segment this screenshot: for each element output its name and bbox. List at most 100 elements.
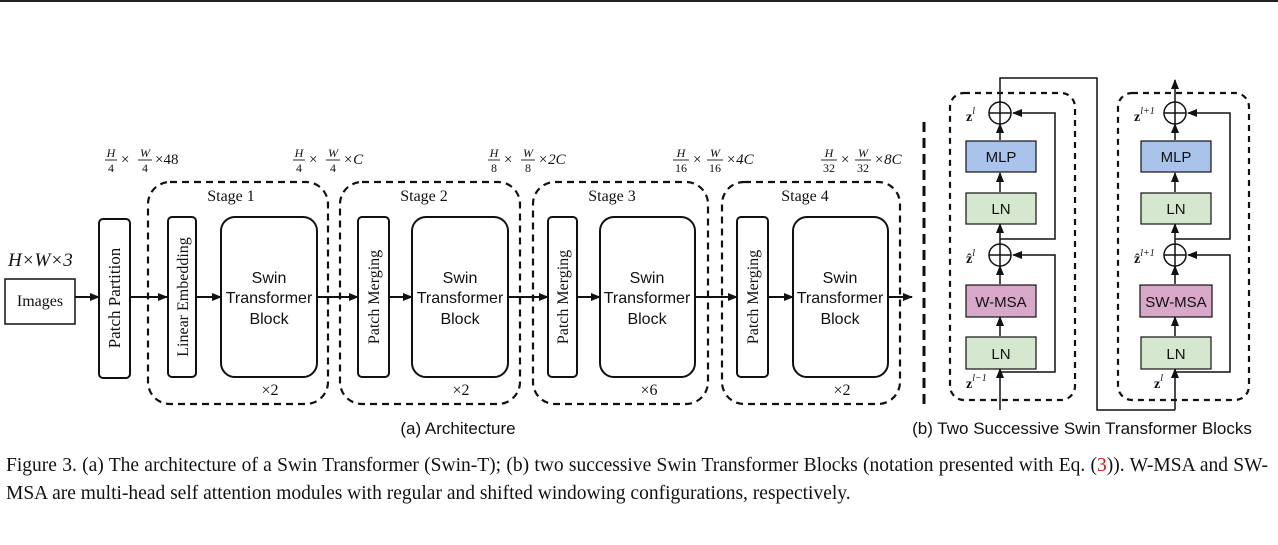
swin-block-2-line2: Transformer [417, 290, 504, 307]
stage-1-frame [146, 180, 330, 406]
dims-after-stage2: H 8 × W 8 ×2C [488, 146, 567, 175]
block-left-w-msa-label: W-MSA [975, 294, 1026, 311]
swin-architecture-diagram: H×W×3 Images Patch Partition H 4 × W 4 ×… [4, 77, 1252, 438]
stage-3-repeat: ×6 [640, 382, 657, 399]
block-right-ln-bottom-label: LN [1166, 346, 1185, 363]
stage-2: Stage 2 Patch Merging Swin Transformer B… [338, 180, 522, 406]
swin-block-1-line1: Swin [252, 270, 287, 287]
subcaption-a: (a) Architecture [400, 419, 515, 438]
svg-text:H: H [294, 146, 305, 160]
block-right-sw-msa-label: SW-MSA [1145, 294, 1206, 311]
subcaption-b: (b) Two Successive Swin Transformer Bloc… [912, 419, 1252, 438]
swin-block-4-line3: Block [820, 311, 860, 328]
block-right-mlp [1140, 140, 1212, 173]
svg-text:32: 32 [823, 161, 835, 175]
svg-text:×4C: ×4C [726, 152, 755, 168]
svg-text:16: 16 [709, 161, 721, 175]
block-right-z-out: zl+1 [1134, 106, 1155, 125]
block-left-frame [948, 91, 1077, 402]
block-right-ln-top-label: LN [1166, 201, 1185, 218]
linear-embedding-label: Linear Embedding [175, 237, 192, 357]
svg-text:H: H [489, 146, 500, 160]
dims-after-stage1: H 4 × W 4 ×C [293, 146, 364, 175]
swin-block-3-line1: Swin [630, 270, 665, 287]
svg-text:W: W [140, 146, 151, 160]
block-right-z-mid: ẑl+1 [1134, 248, 1155, 267]
block-left-mlp-label: MLP [986, 149, 1017, 166]
stage-2-frame [338, 180, 522, 406]
patch-partition-box [98, 218, 131, 379]
svg-text:W: W [710, 146, 721, 160]
block-right-ln-bottom [1140, 336, 1212, 370]
svg-text:×C: ×C [343, 152, 364, 168]
top-rule [0, 0, 1278, 2]
svg-text:H: H [824, 146, 835, 160]
dims-after-stage4: H 32 × W 32 ×8C [821, 146, 903, 175]
svg-text:4: 4 [296, 161, 302, 175]
stage-1: Stage 1 Linear Embedding Swin Transforme… [146, 180, 330, 406]
svg-text:H: H [676, 146, 687, 160]
svg-text:×: × [841, 152, 849, 168]
input-dims: H×W×3 [7, 250, 73, 271]
svg-text:16: 16 [675, 161, 687, 175]
swin-block-1-line3: Block [249, 311, 289, 328]
svg-text:×8C: ×8C [874, 152, 903, 168]
svg-text:×: × [121, 152, 129, 168]
stage-2-repeat: ×2 [452, 382, 469, 399]
block-left-z-in: zl−1 [966, 373, 987, 392]
svg-text:W: W [858, 146, 869, 160]
stage-2-title: Stage 2 [400, 188, 448, 205]
svg-text:×: × [693, 152, 701, 168]
stage-4-frame [720, 180, 902, 406]
images-box [4, 278, 76, 325]
svg-text:4: 4 [108, 161, 114, 175]
stage-4-repeat: ×2 [833, 382, 850, 399]
block-left-ln-bottom [965, 336, 1037, 370]
svg-text:W: W [328, 146, 339, 160]
stage-3: Stage 3 Patch Merging Swin Transformer B… [531, 180, 710, 406]
block-right: LN SW-MSA LN MLP zl+1 ẑl+1 zl [1116, 79, 1251, 410]
stage-4-title: Stage 4 [781, 188, 829, 205]
patch-merging-1-label: Patch Merging [366, 250, 383, 344]
stage-3-frame [531, 180, 710, 406]
figure-caption: Figure 3. (a) The architecture of a Swin… [6, 452, 1268, 508]
stage-3-title: Stage 3 [588, 188, 636, 205]
caption-part-2: )). W-MSA and SW-MSA are multi-head self… [6, 455, 1268, 504]
svg-text:×2C: ×2C [538, 152, 567, 168]
images-label: Images [17, 293, 63, 310]
swin-block-3-line2: Transformer [604, 290, 691, 307]
dims-after-partition: H 4 × W 4 ×48 [105, 146, 178, 175]
block-left-ln-top [965, 192, 1037, 225]
svg-text:4: 4 [142, 161, 148, 175]
block-right-z-in: zl [1154, 373, 1163, 392]
block-left-mlp [965, 140, 1037, 173]
swin-block-2-line1: Swin [443, 270, 478, 287]
block-left-z-out: zl [966, 106, 975, 125]
svg-text:×48: ×48 [155, 152, 178, 168]
svg-text:8: 8 [525, 161, 531, 175]
block-left: LN W-MSA LN MLP zl ẑl zl−1 [948, 91, 1077, 410]
stage-1-title: Stage 1 [207, 188, 255, 205]
svg-text:W: W [523, 146, 534, 160]
block-left-ln-top-label: LN [991, 201, 1010, 218]
patch-partition-label: Patch Partition [105, 247, 124, 348]
patch-merging-3-label: Patch Merging [745, 250, 762, 344]
svg-text:4: 4 [330, 161, 336, 175]
block-left-w-msa [965, 284, 1037, 318]
stage-1-repeat: ×2 [261, 382, 278, 399]
swin-block-4-line2: Transformer [797, 290, 884, 307]
svg-text:32: 32 [857, 161, 869, 175]
block-left-z-mid: ẑl [966, 248, 975, 267]
caption-part-1: Figure 3. (a) The architecture of a Swin… [6, 455, 1098, 476]
swin-block-1-line2: Transformer [226, 290, 313, 307]
svg-text:H: H [106, 146, 117, 160]
svg-text:×: × [504, 152, 512, 168]
block-right-sw-msa [1139, 284, 1213, 318]
block-left-ln-bottom-label: LN [991, 346, 1010, 363]
equation-ref-link[interactable]: 3 [1097, 455, 1107, 476]
connector-between-blocks [999, 77, 1175, 411]
stage-4: Stage 4 Patch Merging Swin Transformer B… [720, 180, 902, 406]
block-right-frame [1116, 91, 1251, 402]
svg-text:8: 8 [491, 161, 497, 175]
patch-merging-2-label: Patch Merging [555, 250, 572, 344]
